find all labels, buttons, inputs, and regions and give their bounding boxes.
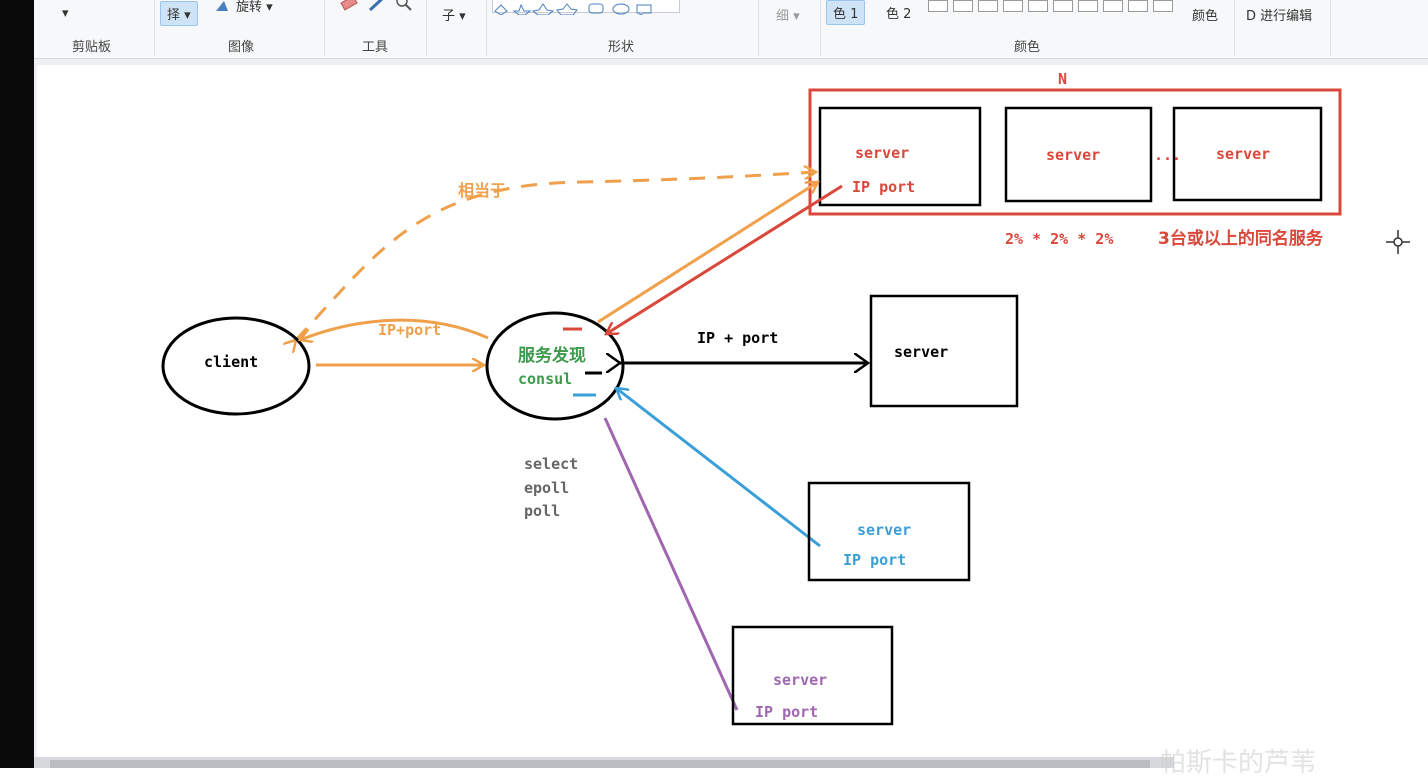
colors-group-label: 颜色	[1014, 40, 1041, 55]
io-model-select: select	[524, 455, 578, 473]
edit-colors-button[interactable]: 颜色	[1192, 9, 1219, 24]
ribbon-divider	[154, 0, 155, 56]
select-button[interactable]: 择 ▾	[160, 1, 198, 26]
purple-server-ip-label: IP port	[755, 703, 818, 721]
cluster-server-label: server	[1216, 145, 1270, 163]
color-swatch[interactable]	[978, 0, 998, 12]
ribbon-toolbar: ▾ 剪贴板 择 ▾ 旋转 ▾ 图像 工具 子 ▾ 形状 细 ▾ 色 1 色 2	[34, 0, 1428, 59]
size-button[interactable]: 细 ▾	[776, 9, 800, 24]
server-cluster-box	[808, 88, 1342, 216]
canvas-top-border	[34, 59, 1428, 65]
fill-button[interactable]: 子 ▾	[442, 9, 466, 24]
blue-register-arrow	[616, 388, 821, 548]
io-model-epoll: epoll	[524, 479, 569, 497]
ribbon-divider	[1330, 0, 1331, 56]
cluster-server-box	[1004, 106, 1153, 203]
eraser-icon[interactable]	[340, 0, 360, 15]
ip-port-label: IP+port	[378, 321, 441, 339]
blue-server-label: server	[857, 521, 911, 539]
cluster-server-label: server	[1046, 146, 1100, 164]
color-swatch[interactable]	[1028, 0, 1048, 12]
right-server-label: server	[894, 343, 948, 361]
color2-button[interactable]: 色 2	[886, 7, 912, 22]
availability-formula: 2% * 2% * 2%	[1005, 230, 1113, 248]
discovery-to-client-arrow	[300, 318, 489, 340]
color-swatch[interactable]	[1003, 0, 1023, 12]
discovery-to-cluster-arrow	[597, 182, 818, 324]
canvas-left-border	[34, 59, 37, 768]
consul-label: consul	[518, 370, 572, 388]
crosshair-cursor-icon	[1386, 230, 1410, 254]
cluster-server-ip-label: IP port	[852, 178, 915, 196]
ribbon-divider	[324, 0, 325, 56]
ribbon-divider	[820, 0, 821, 56]
clipboard-group-label: 剪贴板	[72, 40, 112, 55]
io-model-poll: poll	[524, 502, 560, 520]
screen-edge	[0, 0, 34, 768]
ellipsis-label: ...	[1154, 146, 1181, 164]
purple-server-label: server	[773, 671, 827, 689]
scrollbar-thumb[interactable]	[50, 760, 1150, 768]
color-swatch[interactable]	[1078, 0, 1098, 12]
service-discovery-node	[485, 311, 625, 421]
paste-dropdown[interactable]: ▾	[62, 6, 69, 21]
ribbon-divider	[1234, 0, 1235, 56]
cluster-n-label: N	[1058, 70, 1067, 88]
right-link-label: IP + port	[697, 329, 778, 347]
ribbon-divider	[758, 0, 759, 56]
ribbon-divider	[486, 0, 487, 56]
magnifier-icon[interactable]	[394, 0, 414, 15]
image-group-label: 图像	[228, 40, 255, 55]
edit-with-button[interactable]: D 进行编辑	[1246, 9, 1313, 24]
color-swatch[interactable]	[1153, 0, 1173, 12]
tools-group-label: 工具	[362, 40, 389, 55]
client-label: client	[204, 353, 258, 371]
color-swatch[interactable]	[928, 0, 948, 12]
color1-button[interactable]: 色 1	[826, 0, 866, 25]
purple-server-box	[731, 625, 894, 726]
equivalence-label: 相当于	[458, 181, 506, 200]
shapes-gallery-icons	[494, 3, 652, 18]
cluster-register-arrow	[606, 184, 843, 334]
purple-register-line	[603, 417, 739, 711]
rotate-button[interactable]: 旋转 ▾	[236, 0, 273, 15]
rotate-icon	[214, 0, 230, 11]
blue-server-box	[807, 481, 971, 582]
cluster-server-box	[818, 106, 982, 207]
watermark: 帕斯卡的芦苇	[1160, 748, 1317, 778]
right-server-box	[869, 294, 1019, 408]
color-swatch[interactable]	[1053, 0, 1073, 12]
color-swatch[interactable]	[1128, 0, 1148, 12]
cluster-server-box	[1172, 106, 1323, 202]
ribbon-divider	[426, 0, 427, 56]
cluster-note: 3台或以上的同名服务	[1158, 228, 1324, 249]
shapes-gallery[interactable]	[492, 0, 680, 18]
equivalence-dashed-arrow	[296, 172, 816, 340]
service-discovery-title: 服务发现	[518, 345, 586, 366]
color-swatch[interactable]	[1103, 0, 1123, 12]
shapes-group-label: 形状	[608, 40, 635, 55]
blue-server-ip-label: IP port	[843, 551, 906, 569]
color-swatch[interactable]	[953, 0, 973, 12]
client-node	[161, 316, 311, 416]
cluster-server-label: server	[855, 144, 909, 162]
color-picker-icon[interactable]	[368, 0, 388, 15]
